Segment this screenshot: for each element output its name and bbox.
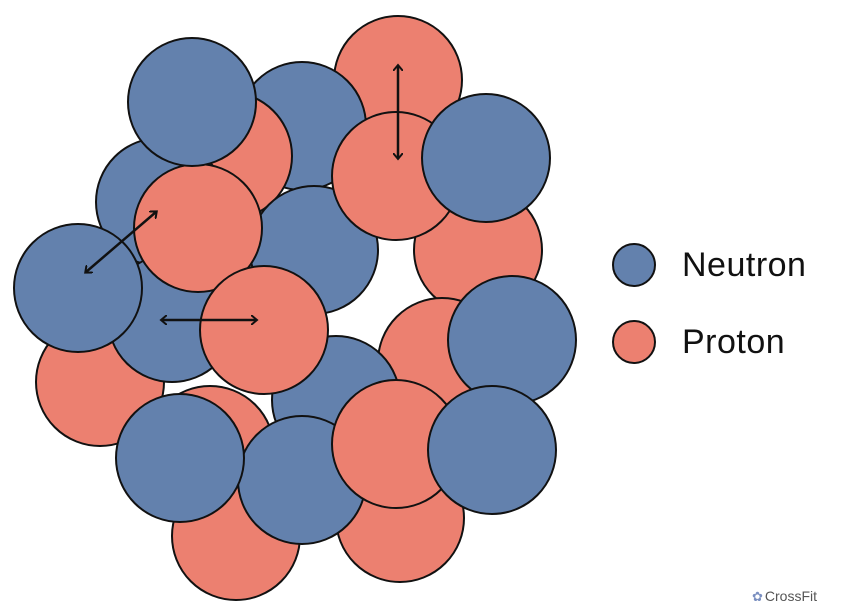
neutron-particle-10 [13, 223, 143, 353]
legend-item-proton: Proton [612, 317, 806, 367]
vibration-arrows [86, 66, 398, 320]
neutron-swatch [612, 243, 656, 287]
proton-particle-10 [199, 265, 329, 395]
logo-icon: ✿ [752, 589, 763, 604]
proton-swatch [612, 320, 656, 364]
legend: Neutron Proton [612, 240, 806, 394]
watermark: ✿CrossFit [752, 588, 817, 604]
legend-label-proton: Proton [682, 322, 786, 361]
neutron-particle-8 [115, 393, 245, 523]
double-arrow-2 [86, 212, 156, 272]
neutron-particle-11 [127, 37, 257, 167]
neutron-particle-9 [421, 93, 551, 223]
nucleus-particles [13, 15, 577, 601]
watermark-text: CrossFit [764, 588, 818, 604]
neutron-particle-12 [427, 385, 557, 515]
legend-item-neutron: Neutron [612, 240, 806, 290]
neutron-particle-7 [447, 275, 577, 405]
legend-label-neutron: Neutron [682, 245, 807, 284]
